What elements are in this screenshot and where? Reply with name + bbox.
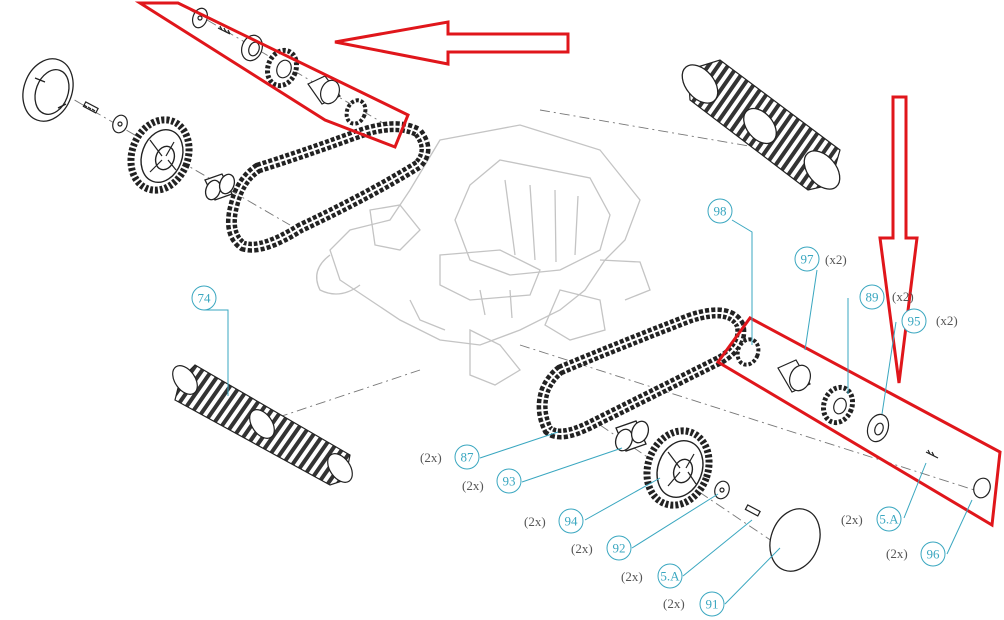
callout-bubble: [454, 444, 480, 470]
callout-bubble: [606, 535, 632, 561]
callout-labels: 98 97 (x2) 89 (x2) 95 (x2) 74 87 (2x) 93 (2x) 94 (2x)…: [191, 198, 958, 617]
callout-bubble: [558, 508, 584, 534]
callout-part-number: 5.A: [879, 512, 899, 527]
callout-5-A: 5.A (2x): [621, 563, 683, 589]
callout-5-A: 5.A (2x): [841, 506, 902, 532]
lower-right-drive-wheel: [643, 427, 713, 509]
left-bushing: [204, 173, 236, 201]
callout-part-number: 91: [706, 597, 719, 612]
callout-quantity: (2x): [571, 541, 593, 556]
callout-part-number: 94: [565, 514, 579, 529]
callout-91: 91 (2x): [663, 591, 725, 617]
callout-quantity: (2x): [524, 514, 546, 529]
callout-98: 98: [707, 198, 733, 224]
callout-bubble: [876, 506, 902, 532]
callout-bubble: [699, 591, 725, 617]
robot-chassis-body: [316, 124, 651, 386]
callout-quantity: (2x): [663, 596, 685, 611]
callout-95: 95 (x2): [901, 308, 958, 334]
left-brush-roller: [172, 364, 353, 486]
lower-right-hub-cap: [769, 508, 821, 572]
callout-quantity: (2x): [621, 569, 643, 584]
callout-quantity: (2x): [886, 546, 908, 561]
callout-quantity: (2x): [462, 478, 484, 493]
callout-part-number: 92: [613, 541, 626, 556]
highlight-box-upper-left: [134, 1, 410, 149]
callout-part-number: 98: [714, 204, 727, 219]
callout-89: 89 (x2): [859, 284, 914, 310]
lower-right-bushing: [614, 420, 650, 452]
left-washer: [112, 114, 128, 134]
upper-small-parts: [191, 7, 368, 126]
callout-quantity: (x2): [936, 313, 958, 328]
upper-left-track: [226, 121, 431, 253]
lower-right-screw: [744, 504, 761, 517]
callout-part-number: 87: [461, 450, 475, 465]
callout-96: 96 (2x): [886, 541, 946, 567]
callout-quantity: (x2): [825, 252, 847, 267]
callout-quantity: (2x): [420, 450, 442, 465]
callout-bubble: [794, 246, 820, 272]
left-drive-wheel: [127, 116, 193, 194]
callout-bubble: [901, 308, 927, 334]
leader-lines: [204, 219, 973, 605]
callout-part-number: 74: [198, 291, 212, 306]
callout-bubble: [496, 468, 522, 494]
callout-part-number: 93: [503, 474, 516, 489]
left-screw: [82, 101, 99, 114]
callout-bubble: [707, 198, 733, 224]
callout-quantity: (2x): [841, 512, 863, 527]
callout-part-number: 96: [927, 547, 941, 562]
left-hub-cap: [22, 58, 74, 122]
callout-part-number: 95: [908, 314, 921, 329]
callout-part-number: 97: [801, 252, 815, 267]
callout-bubble: [920, 541, 946, 567]
callout-quantity: (x2): [892, 289, 914, 304]
highlight-box-right: [715, 316, 1002, 528]
top-right-brush-roller: [681, 59, 841, 191]
callout-94: 94 (2x): [524, 508, 584, 534]
callout-bubble: [191, 285, 217, 311]
callout-bubble: [657, 563, 683, 589]
callout-97: 97 (x2): [794, 246, 847, 272]
callout-part-number: 5.A: [660, 569, 680, 584]
highlight-arrow-left: [334, 20, 570, 66]
callout-74: 74: [191, 285, 217, 311]
lower-right-washer: [714, 480, 730, 500]
callout-93: 93 (2x): [462, 468, 522, 494]
callout-92: 92 (2x): [571, 535, 632, 561]
lower-right-track: [536, 307, 747, 440]
callout-bubble: [859, 284, 885, 310]
callout-87: 87 (2x): [420, 444, 480, 470]
callout-part-number: 89: [866, 290, 879, 305]
highlight-arrow-down: [878, 95, 919, 384]
right-small-parts: [735, 337, 991, 499]
